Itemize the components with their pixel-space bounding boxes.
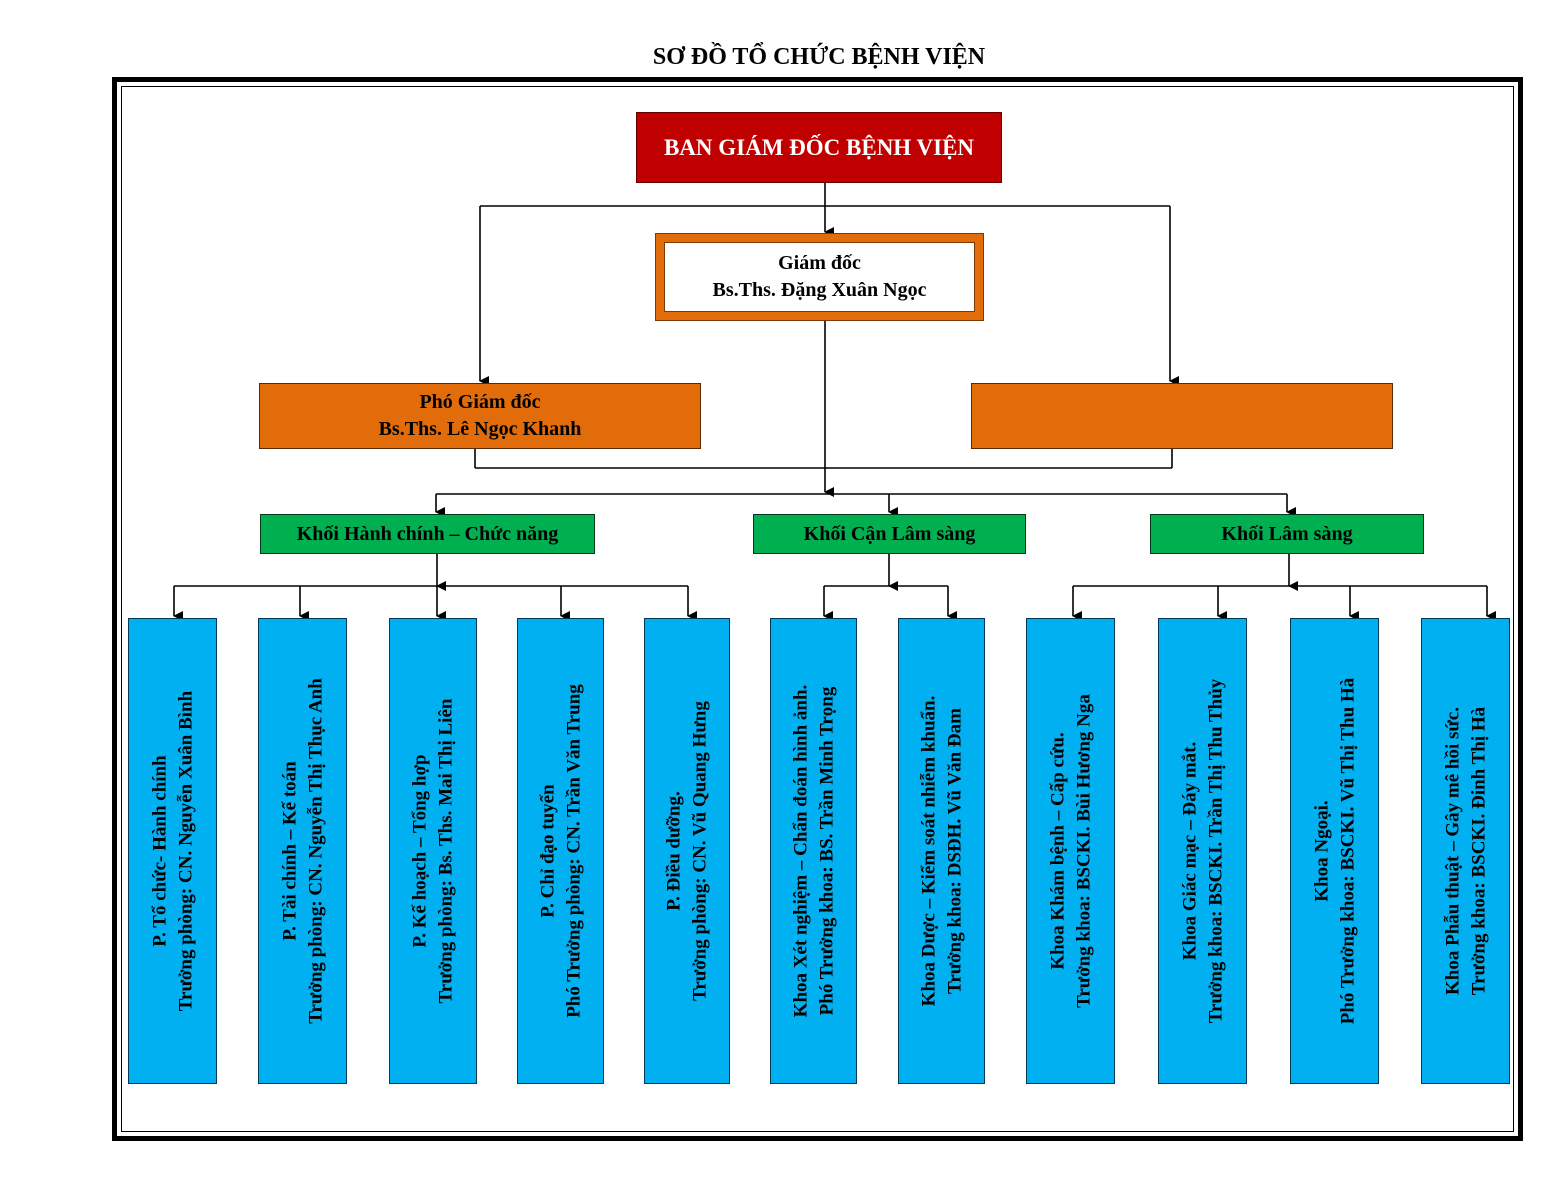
inner-frame — [121, 86, 1514, 1132]
board-label: BAN GIÁM ĐỐC BỆNH VIỆN — [663, 134, 975, 160]
unit-head: Phó Trưởng khoa: BSCKI. Vũ Thị Thu Hà — [1336, 677, 1358, 1025]
unit-title: Khoa Dược – Kiểm soát nhiễm khuẩn. — [917, 695, 939, 1007]
unit-title: P. Điều dưỡng. — [663, 791, 685, 911]
block-label: Khối Hành chính – Chức năng — [296, 522, 559, 545]
unit-head: Trưởng phòng: CN. Nguyễn Thị Thục Anh — [304, 678, 326, 1024]
board-of-directors-box: BAN GIÁM ĐỐC BỆNH VIỆN — [636, 112, 1002, 183]
unit-box-10: Khoa Ngoại.Phó Trưởng khoa: BSCKI. Vũ Th… — [1290, 618, 1379, 1084]
outer-frame — [112, 77, 1523, 1141]
vice-director-right-box — [971, 383, 1393, 449]
block-label: Khối Cận Lâm sàng — [803, 522, 976, 545]
unit-title: Khoa Xét nghiệm – Chẩn đoán hình ảnh. — [789, 684, 811, 1018]
unit-box-5: P. Điều dưỡng.Trưởng phòng: CN. Vũ Quang… — [644, 618, 730, 1084]
block-label: Khối Lâm sàng — [1221, 522, 1353, 545]
unit-title: P. Tổ chức- Hành chính — [148, 755, 170, 947]
director-box: Giám đốc Bs.Ths. Đặng Xuân Ngọc — [656, 234, 983, 320]
block-administrative: Khối Hành chính – Chức năng — [260, 514, 595, 554]
unit-title: P. Chỉ đạo tuyến — [536, 784, 558, 918]
director-name: Bs.Ths. Đặng Xuân Ngọc — [712, 279, 927, 301]
unit-title: Khoa Giác mạc – Đáy mắt. — [1178, 741, 1200, 961]
vice-left-role: Phó Giám đốc — [419, 391, 541, 413]
unit-title: P. Kế hoạch – Tổng hợp — [409, 754, 431, 948]
block-clinical: Khối Lâm sàng — [1150, 514, 1424, 554]
unit-head: Phó Trưởng phòng: CN. Trần Văn Trung — [562, 684, 584, 1018]
unit-box-6: Khoa Xét nghiệm – Chẩn đoán hình ảnh.Phó… — [770, 618, 857, 1084]
unit-head: Trưởng khoa: BSCKI. Trần Thị Thu Thủy — [1204, 678, 1226, 1024]
unit-head: Trưởng phòng: Bs. Ths. Mai Thị Liên — [435, 698, 456, 1004]
unit-title: Khoa Ngoại. — [1310, 800, 1332, 902]
chart-title: SƠ ĐỒ TỔ CHỨC BỆNH VIỆN — [652, 44, 986, 70]
unit-box-8: Khoa Khám bệnh – Cấp cứu.Trưởng khoa: BS… — [1026, 618, 1115, 1084]
unit-head: Trưởng phòng: CN. Nguyễn Xuân Bình — [174, 690, 196, 1012]
director-role: Giám đốc — [778, 252, 861, 274]
vice-director-left-box: Phó Giám đốc Bs.Ths. Lê Ngọc Khanh — [259, 383, 701, 449]
unit-head: Phó Trưởng khoa: BS. Trần Minh Trọng — [815, 686, 837, 1016]
unit-title: Khoa Phẫu thuật – Gây mê hồi sức. — [1441, 707, 1463, 995]
unit-box-9: Khoa Giác mạc – Đáy mắt.Trưởng khoa: BSC… — [1158, 618, 1247, 1084]
block-paraclinical: Khối Cận Lâm sàng — [753, 514, 1026, 554]
unit-title: Khoa Khám bệnh – Cấp cứu. — [1046, 732, 1068, 970]
unit-head: Trưởng phòng: CN. Vũ Quang Hưng — [689, 701, 710, 1001]
unit-box-11: Khoa Phẫu thuật – Gây mê hồi sức.Trưởng … — [1421, 618, 1510, 1084]
unit-head: Trưởng khoa: BSCKI. Bùi Hương Nga — [1072, 694, 1094, 1008]
unit-title: P. Tài chính – Kế toán — [278, 761, 300, 941]
vice-left-name: Bs.Ths. Lê Ngọc Khanh — [378, 418, 582, 440]
unit-head: Trưởng khoa: DSĐH. Vũ Văn Đam — [943, 708, 965, 994]
unit-box-7: Khoa Dược – Kiểm soát nhiễm khuẩn.Trưởng… — [898, 618, 985, 1084]
unit-head: Trưởng khoa: BSCKI. Đinh Thị Hà — [1467, 706, 1489, 996]
